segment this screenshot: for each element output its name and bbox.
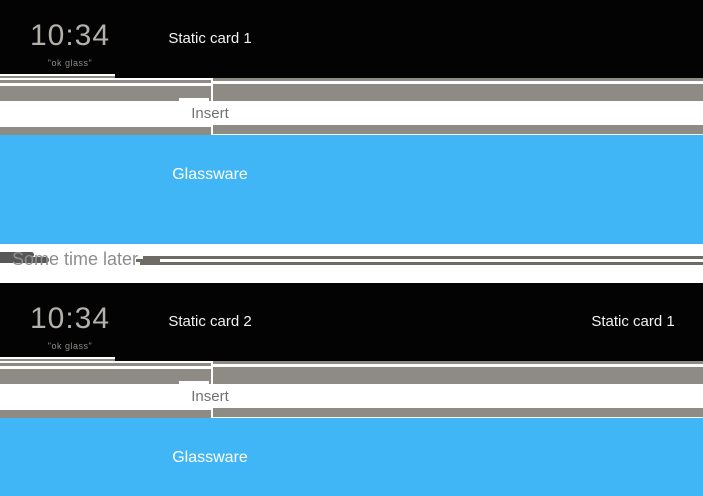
strip-gap-line: [211, 81, 703, 84]
timeline-strip-segment: [0, 358, 115, 362]
strip-gap-line: [211, 364, 703, 367]
separator-text: Some time later: [12, 249, 139, 269]
insert-seam: [210, 78, 213, 101]
ok-glass-hint: "ok glass": [47, 58, 93, 68]
static-card-label: Static card 2: [168, 313, 252, 330]
separator-line: [143, 255, 703, 259]
strip-gap-line: [0, 73, 115, 76]
glassware-label: Glassware: [172, 166, 248, 183]
static-card-label: Static card 1: [168, 30, 252, 47]
insert-seam: [210, 361, 213, 384]
insert-label: Insert: [191, 388, 229, 405]
clock-text: 10:34: [29, 19, 111, 52]
insert-gap: Insert: [0, 101, 703, 126]
timeline-state-1: 10:34 "ok glass" Static card 1 Insert Gl…: [0, 0, 703, 244]
timeline-strip-left: [0, 127, 211, 135]
glassware-card: Glassware: [0, 135, 703, 244]
separator-line: [140, 262, 703, 265]
card-row: 10:34 "ok glass" Static card 1: [0, 0, 703, 78]
separator-mark: [0, 256, 49, 263]
strip-gap-line: [0, 361, 211, 363]
timeline-strip-right: [212, 408, 703, 417]
timeline-strip-right: [212, 125, 703, 134]
insert-label: Insert: [191, 105, 229, 122]
glassware-label: Glassware: [172, 449, 248, 466]
strip-gap-line: [0, 366, 211, 369]
timeline-strip-segment: [0, 75, 115, 79]
time-separator: Some time later: [0, 244, 703, 283]
separator-line: [136, 258, 160, 262]
strip-gap-line: [0, 83, 211, 86]
home-card: 10:34 "ok glass": [0, 283, 140, 361]
insert-notch: [179, 97, 209, 101]
ok-glass-hint: "ok glass": [47, 341, 93, 351]
strip-gap-line: [0, 78, 211, 80]
timeline-strip-left: [0, 410, 211, 418]
timeline-state-2: 10:34 "ok glass" Static card 2 Static ca…: [0, 283, 703, 496]
glassware-card: Glassware: [0, 418, 703, 496]
home-card: 10:34 "ok glass": [0, 0, 140, 78]
insert-gap: Insert: [0, 384, 703, 409]
card-row: 10:34 "ok glass" Static card 2 Static ca…: [0, 283, 703, 361]
clock-text: 10:34: [29, 302, 111, 335]
strip-gap-line: [0, 356, 115, 359]
separator-mark: [0, 251, 34, 257]
insert-notch: [179, 380, 209, 384]
static-card-label-right: Static card 1: [591, 313, 675, 330]
